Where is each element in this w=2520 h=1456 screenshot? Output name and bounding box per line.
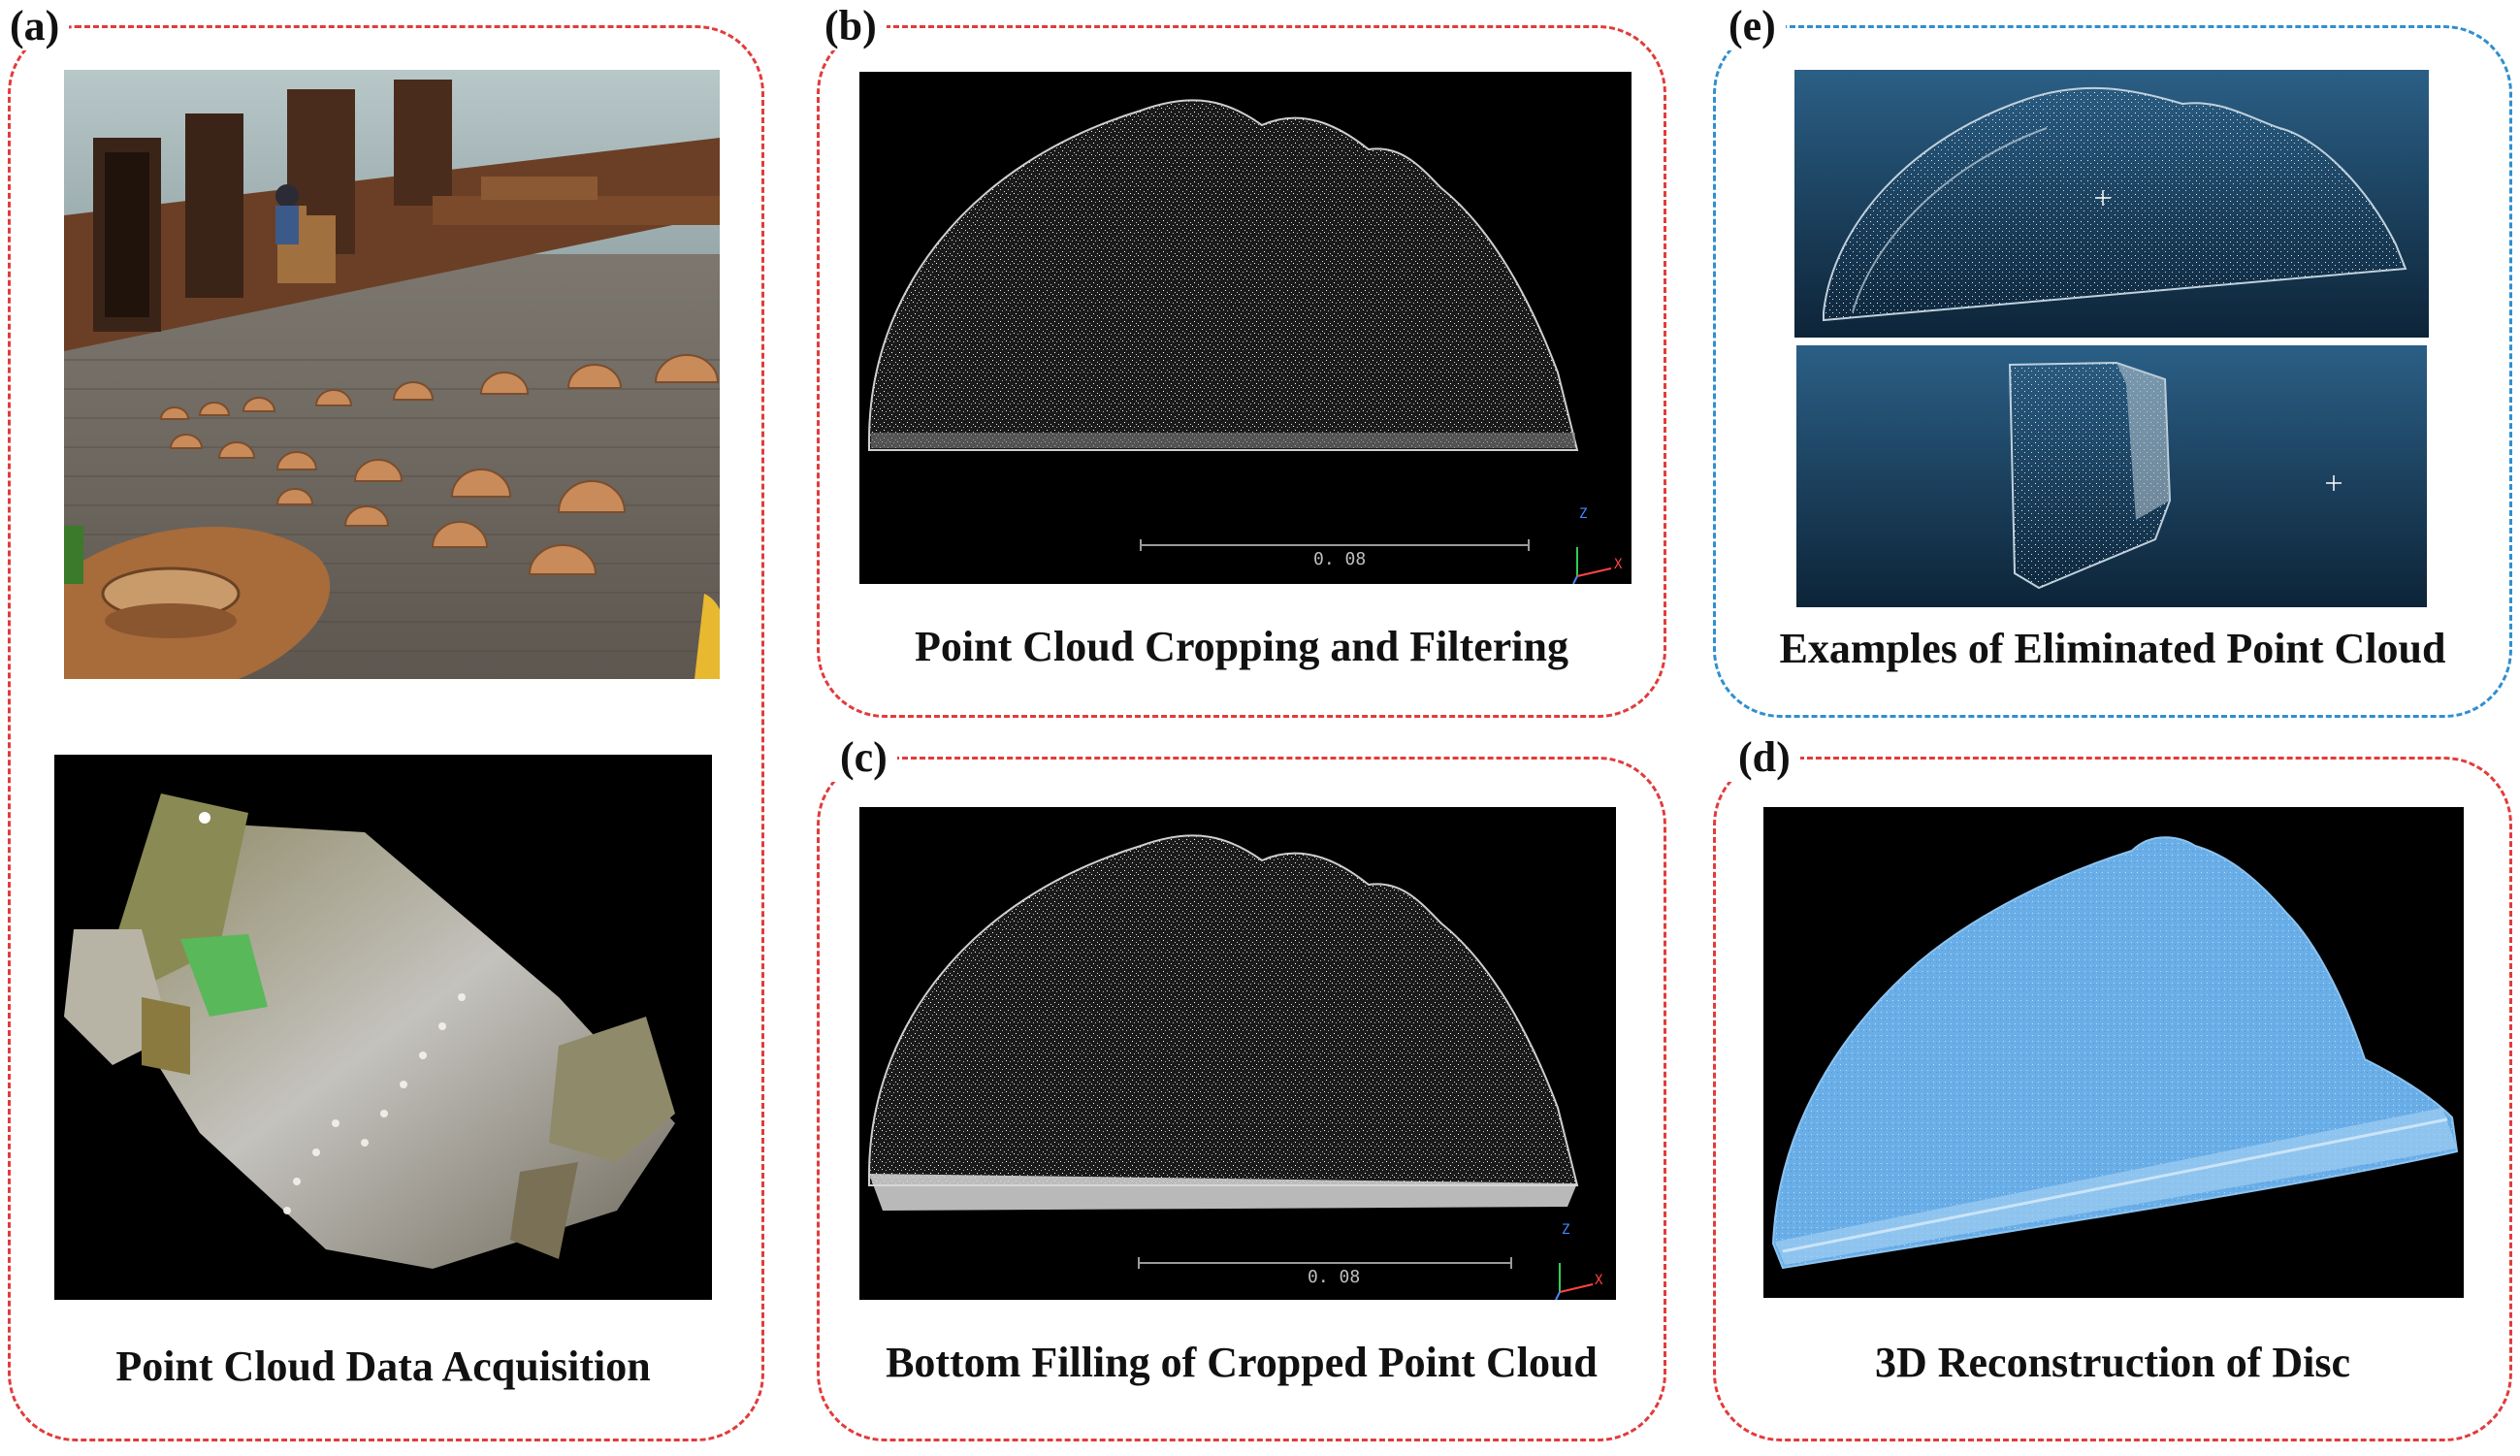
- bottom-filled-point-cloud-view: 0. 08 Z X: [859, 807, 1616, 1300]
- panel-c-label: (c): [830, 733, 897, 782]
- eliminated-cloud-example-2: [1796, 345, 2427, 607]
- axis-z-letter: Z: [1579, 506, 1588, 522]
- scale-bar-value: 0. 08: [1313, 549, 1367, 569]
- axis-x-letter: X: [1595, 1273, 1603, 1288]
- disc-reconstruction-view: [1763, 807, 2464, 1298]
- panel-c-caption: Bottom Filling of Cropped Point Cloud: [886, 1339, 1598, 1386]
- panel-d-label: (d): [1728, 733, 1800, 782]
- axis-x-letter: X: [1614, 557, 1623, 572]
- panel-a-caption: Point Cloud Data Acquisition: [115, 1343, 651, 1390]
- panel-b-frame: [817, 25, 1666, 718]
- eliminated-cloud-example-1: [1794, 70, 2429, 338]
- panel-a-label: (a): [0, 2, 70, 50]
- panel-e-frame: [1713, 25, 2512, 718]
- site-photo: [64, 70, 720, 679]
- cropped-point-cloud-view: 0. 08 Z X: [859, 72, 1632, 584]
- panel-e-label: (e): [1719, 2, 1786, 50]
- panel-c-frame: [817, 757, 1666, 1441]
- axis-z-letter: Z: [1562, 1222, 1570, 1238]
- scale-bar-value: 0. 08: [1308, 1267, 1361, 1287]
- panel-b-label: (b): [815, 2, 887, 50]
- panel-e-caption: Examples of Eliminated Point Cloud: [1779, 625, 2446, 672]
- panel-d-frame: [1713, 757, 2512, 1441]
- scene-point-cloud-render: [54, 755, 712, 1300]
- panel-d-caption: 3D Reconstruction of Disc: [1874, 1339, 2351, 1386]
- panel-a-frame: [8, 25, 764, 1441]
- panel-b-caption: Point Cloud Cropping and Filtering: [915, 623, 1568, 670]
